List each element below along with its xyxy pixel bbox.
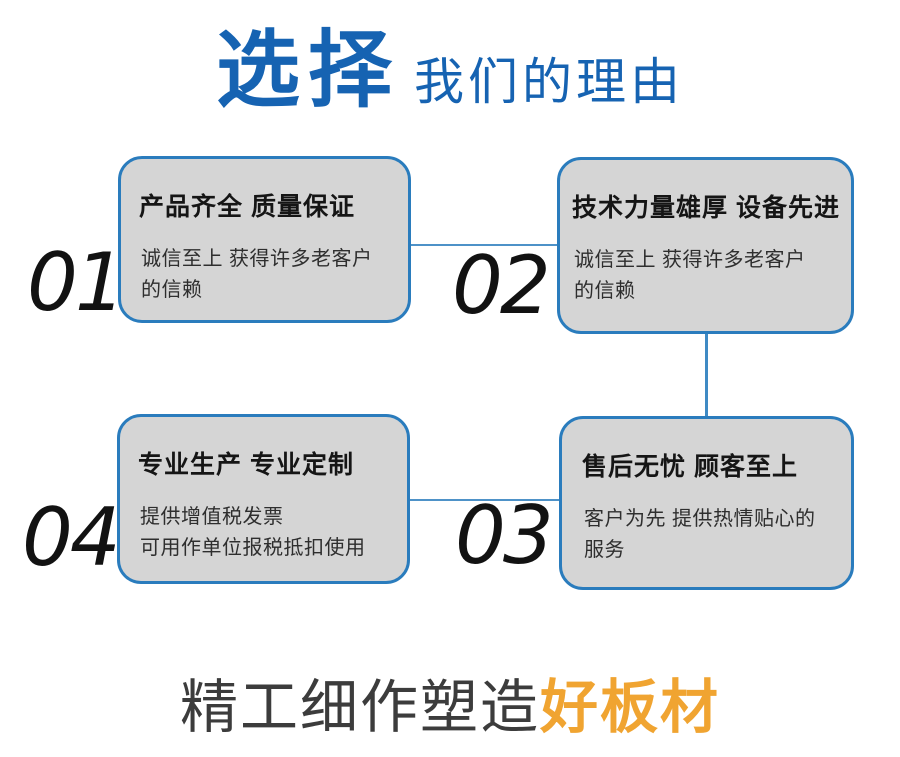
card-title: 技术力量雄厚 设备先进: [572, 194, 840, 222]
card-desc: 诚信至上 获得许多老客户 的信赖: [574, 249, 806, 302]
step-number-02: 02: [452, 239, 551, 332]
step-number-03: 03: [455, 489, 554, 582]
feature-card-customization: 专业生产 专业定制 提供增值税发票 可用作单位报税抵扣使用: [117, 414, 410, 584]
card-title: 售后无忧 顾客至上: [582, 453, 798, 481]
tagline-normal: 精工细作塑造: [179, 675, 540, 740]
card-desc: 诚信至上 获得许多老客户 的信赖: [141, 248, 373, 301]
connector-line-vertical: [705, 331, 708, 418]
tagline-highlight: 好板材: [540, 675, 721, 740]
step-number-04: 04: [22, 491, 121, 584]
step-number-01: 01: [27, 236, 126, 329]
feature-card-products: 产品齐全 质量保证 诚信至上 获得许多老客户 的信赖: [118, 156, 411, 323]
feature-card-technology: 技术力量雄厚 设备先进 诚信至上 获得许多老客户 的信赖: [557, 157, 854, 334]
connector-line-top: [408, 244, 560, 246]
card-title: 专业生产 专业定制: [138, 451, 354, 479]
footer-tagline: 精工细作塑造好板材: [0, 676, 900, 740]
connector-line-bottom: [408, 499, 562, 501]
title-highlight: 选择: [215, 23, 400, 117]
card-title: 产品齐全 质量保证: [139, 193, 355, 221]
card-desc: 提供增值税发票 可用作单位报税抵扣使用: [140, 506, 366, 559]
page-title: 选择 我们的理由: [0, 23, 900, 117]
card-desc: 客户为先 提供热情贴心的 服务: [584, 508, 816, 561]
title-rest: 我们的理由: [414, 54, 684, 110]
feature-card-aftersales: 售后无忧 顾客至上 客户为先 提供热情贴心的 服务: [559, 416, 854, 590]
